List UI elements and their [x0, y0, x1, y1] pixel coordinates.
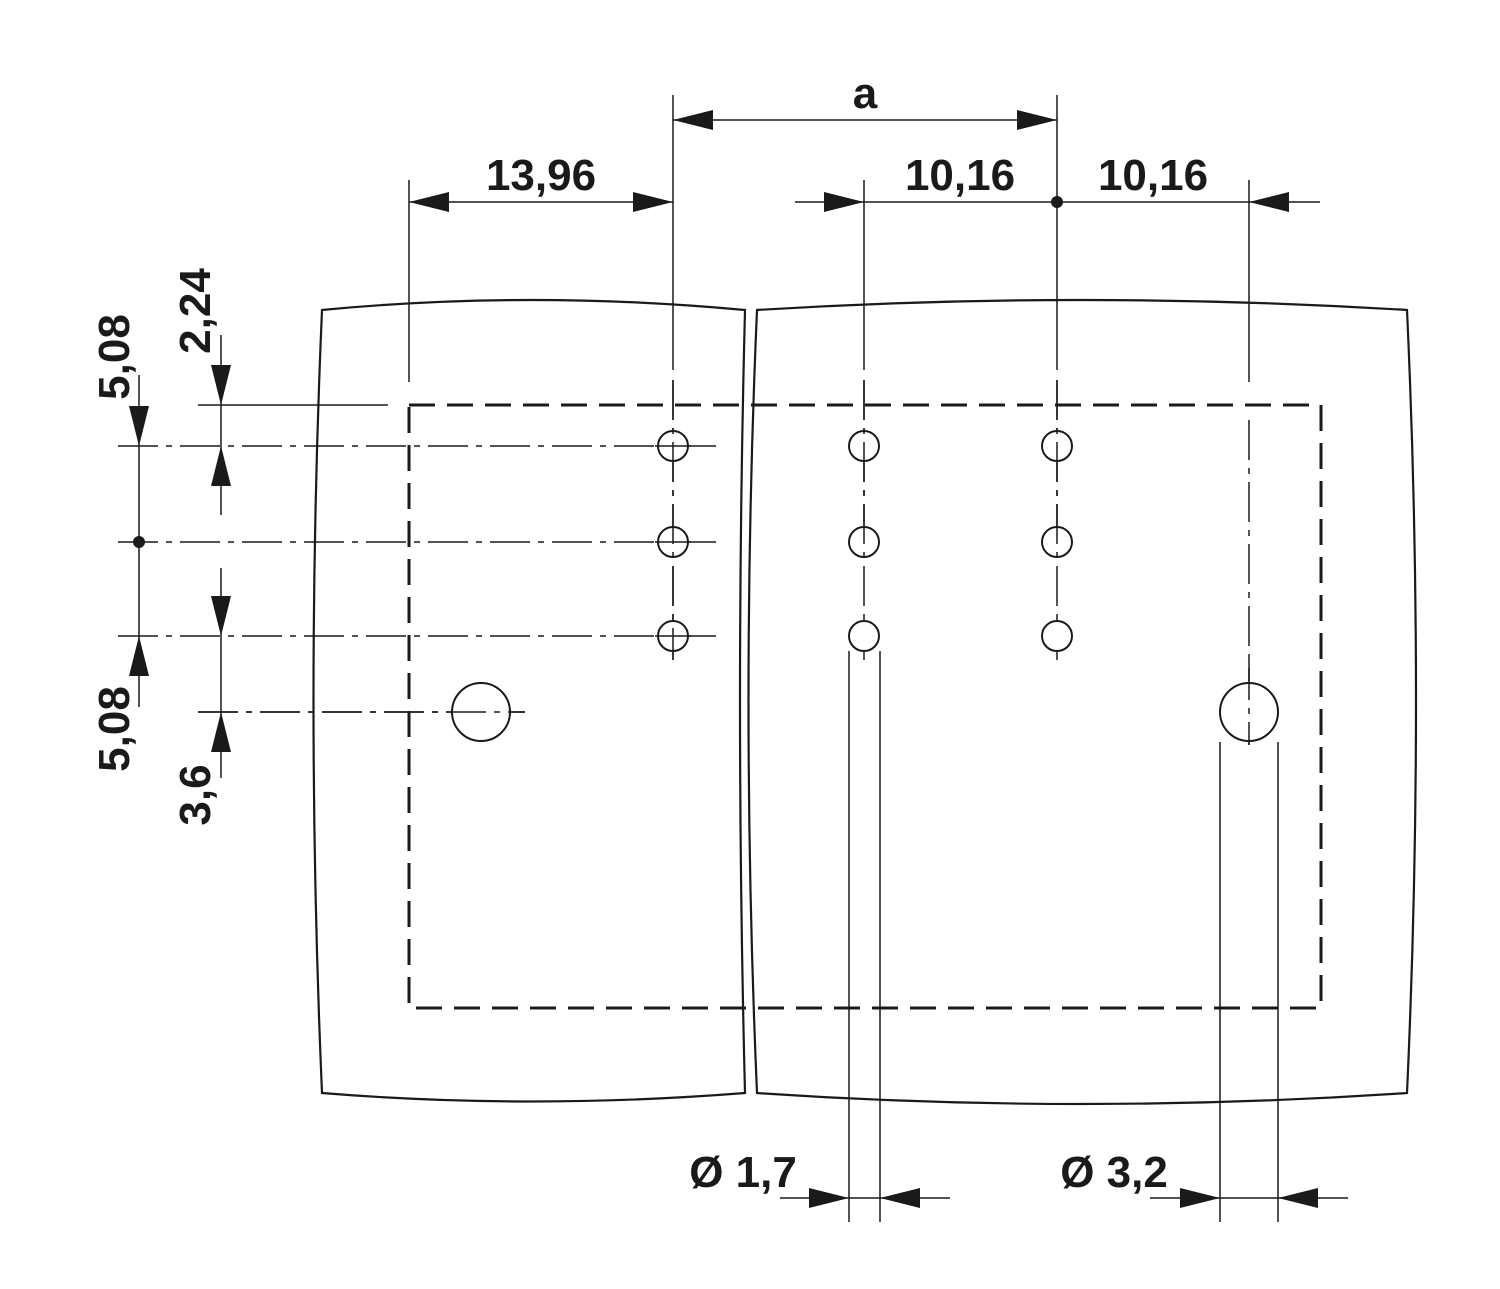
- dim-dia-1-7: [780, 1188, 950, 1208]
- label-13-96: 13,96: [486, 151, 596, 200]
- label-a: a: [853, 69, 878, 118]
- dim-a: [673, 110, 1057, 130]
- pin-hole: [848, 620, 880, 652]
- dim-10-16-pair: [795, 192, 1320, 212]
- label-3-6: 3,6: [171, 764, 220, 825]
- dim-13-96: [409, 192, 673, 212]
- housing-left-outline: [312, 298, 747, 1103]
- pin-hole: [1041, 620, 1073, 652]
- dim-5-08-pair: [129, 375, 149, 707]
- dim-3-6: [211, 568, 231, 778]
- label-10-16-b: 10,16: [1098, 151, 1208, 200]
- dim-dia-3-2: [1150, 1188, 1348, 1208]
- footprint-dashed-outline: [407, 403, 1323, 1010]
- label-5-08-top: 5,08: [90, 314, 139, 400]
- label-dia-1-7: Ø 1,7: [689, 1148, 797, 1197]
- label-10-16-a: 10,16: [905, 151, 1015, 200]
- label-dia-3-2: Ø 3,2: [1060, 1148, 1168, 1197]
- dim-2-24: [211, 335, 231, 515]
- label-5-08-bottom: 5,08: [90, 686, 139, 772]
- label-2-24: 2,24: [171, 268, 220, 354]
